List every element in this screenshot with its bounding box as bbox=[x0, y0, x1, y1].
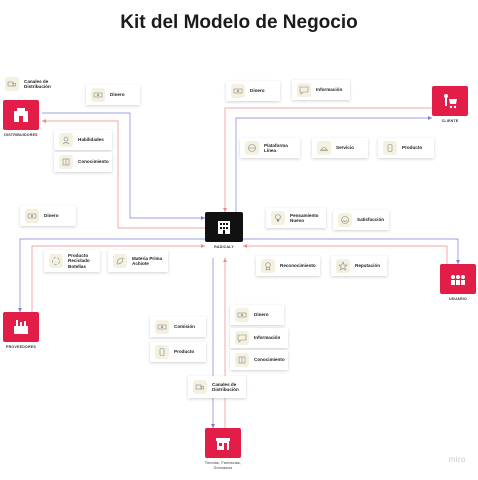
card-dinero-bottom[interactable]: Dinero bbox=[230, 305, 284, 325]
card-informacion-cliente[interactable]: Información bbox=[292, 80, 350, 100]
smile-icon bbox=[338, 213, 352, 227]
card-satisfaccion[interactable]: Satisfacción bbox=[333, 210, 389, 230]
shopping-cart-icon bbox=[432, 86, 468, 116]
card-materia-prima[interactable]: Materia Prima Achiote bbox=[108, 250, 168, 272]
card-label: Satisfacción bbox=[357, 217, 385, 223]
card-label: Producto bbox=[174, 349, 195, 355]
truck-icon bbox=[5, 77, 19, 91]
card-dinero-left[interactable]: Dinero bbox=[20, 206, 76, 226]
card-label: Información bbox=[316, 87, 343, 93]
building-icon bbox=[205, 212, 243, 242]
card-comision[interactable]: Comisión bbox=[150, 317, 206, 337]
product-icon bbox=[383, 141, 397, 155]
page-title: Kit del Modelo de Negocio bbox=[120, 12, 358, 33]
users-icon bbox=[440, 264, 476, 294]
card-label: Producto Reciclado Botellas bbox=[68, 252, 90, 269]
card-label: Conocimiento bbox=[78, 159, 109, 165]
globe-icon bbox=[245, 141, 259, 155]
node-distribuidores[interactable]: DISTRIBUIDORES bbox=[3, 100, 39, 138]
book-icon bbox=[59, 155, 73, 169]
card-label: Información bbox=[254, 335, 281, 341]
node-tiendas[interactable]: Tiendas, Farmacias, Gimnasios bbox=[199, 428, 247, 470]
star-icon bbox=[336, 259, 350, 273]
card-label: Producto bbox=[402, 145, 423, 151]
service-icon bbox=[317, 141, 331, 155]
node-label: RADICALY bbox=[214, 245, 234, 249]
factory-icon bbox=[3, 312, 39, 342]
node-label: Tiendas, Farmacias, Gimnasios bbox=[204, 461, 242, 470]
card-label: Canales de Distribución bbox=[24, 78, 51, 90]
card-plataforma[interactable]: Plataforma Línea bbox=[240, 138, 300, 158]
card-label: Dinero bbox=[44, 213, 59, 219]
recycle-icon bbox=[49, 254, 63, 268]
money-icon bbox=[91, 88, 105, 102]
card-dinero-cliente[interactable]: Dinero bbox=[226, 81, 280, 101]
node-empresa[interactable]: RADICALY bbox=[205, 212, 243, 250]
skills-icon bbox=[59, 133, 73, 147]
card-reconocimiento[interactable]: Reconocimiento bbox=[256, 256, 320, 276]
card-pensamiento[interactable]: Pensamiento Nuevo bbox=[266, 208, 326, 228]
card-servicio[interactable]: Servicio bbox=[312, 138, 368, 158]
node-proveedores[interactable]: PROVEEDORES bbox=[3, 312, 39, 350]
product-icon bbox=[155, 345, 169, 359]
card-label: Habilidades bbox=[78, 137, 104, 143]
card-reputacion[interactable]: Reputación bbox=[331, 256, 387, 276]
card-producto-cliente[interactable]: Producto bbox=[378, 138, 434, 158]
money-icon bbox=[235, 308, 249, 322]
money-icon bbox=[155, 320, 169, 334]
award-icon bbox=[261, 259, 275, 273]
store-icon bbox=[205, 428, 241, 458]
card-canales-top[interactable]: Canales de Distribución bbox=[5, 74, 65, 94]
node-label: USUARIO bbox=[449, 297, 467, 301]
card-conocimiento-dist[interactable]: Conocimiento bbox=[54, 152, 112, 172]
card-label: Plataforma Línea bbox=[264, 142, 288, 154]
card-label: Materia Prima Achiote bbox=[132, 255, 163, 267]
card-label: Conocimiento bbox=[254, 357, 285, 363]
card-label: Reputación bbox=[355, 263, 381, 269]
leaf-icon bbox=[113, 254, 127, 268]
idea-icon bbox=[271, 211, 285, 225]
card-canales-bottom[interactable]: Canales de Distribución bbox=[188, 376, 246, 398]
card-label: Canales de Distribución bbox=[212, 381, 239, 393]
node-label: DISTRIBUIDORES bbox=[4, 133, 38, 137]
card-producto-reciclado[interactable]: Producto Reciclado Botellas bbox=[44, 250, 100, 272]
card-label: Dinero bbox=[250, 88, 265, 94]
money-icon bbox=[25, 209, 39, 223]
card-dinero-dist[interactable]: Dinero bbox=[86, 85, 140, 105]
truck-icon bbox=[193, 380, 207, 394]
node-label: PROVEEDORES bbox=[6, 345, 36, 349]
card-label: Comisión bbox=[174, 324, 195, 330]
card-label: Dinero bbox=[254, 312, 269, 318]
node-usuario[interactable]: USUARIO bbox=[440, 264, 476, 302]
node-cliente[interactable]: CLIENTE bbox=[432, 86, 468, 124]
card-label: Reconocimiento bbox=[280, 263, 316, 269]
card-informacion-bottom[interactable]: Información bbox=[230, 328, 288, 348]
book-icon bbox=[235, 353, 249, 367]
miro-watermark: miro bbox=[448, 455, 466, 464]
chat-info-icon bbox=[235, 331, 249, 345]
card-producto-bottom[interactable]: Producto bbox=[150, 342, 206, 362]
warehouse-icon bbox=[3, 100, 39, 130]
chat-info-icon bbox=[297, 83, 311, 97]
card-label: Servicio bbox=[336, 145, 354, 151]
money-icon bbox=[231, 84, 245, 98]
card-label: Dinero bbox=[110, 92, 125, 98]
node-label: CLIENTE bbox=[441, 119, 459, 123]
card-habilidades[interactable]: Habilidades bbox=[54, 130, 112, 150]
card-label: Pensamiento Nuevo bbox=[290, 212, 319, 224]
card-conocimiento-bottom[interactable]: Conocimiento bbox=[230, 350, 288, 370]
